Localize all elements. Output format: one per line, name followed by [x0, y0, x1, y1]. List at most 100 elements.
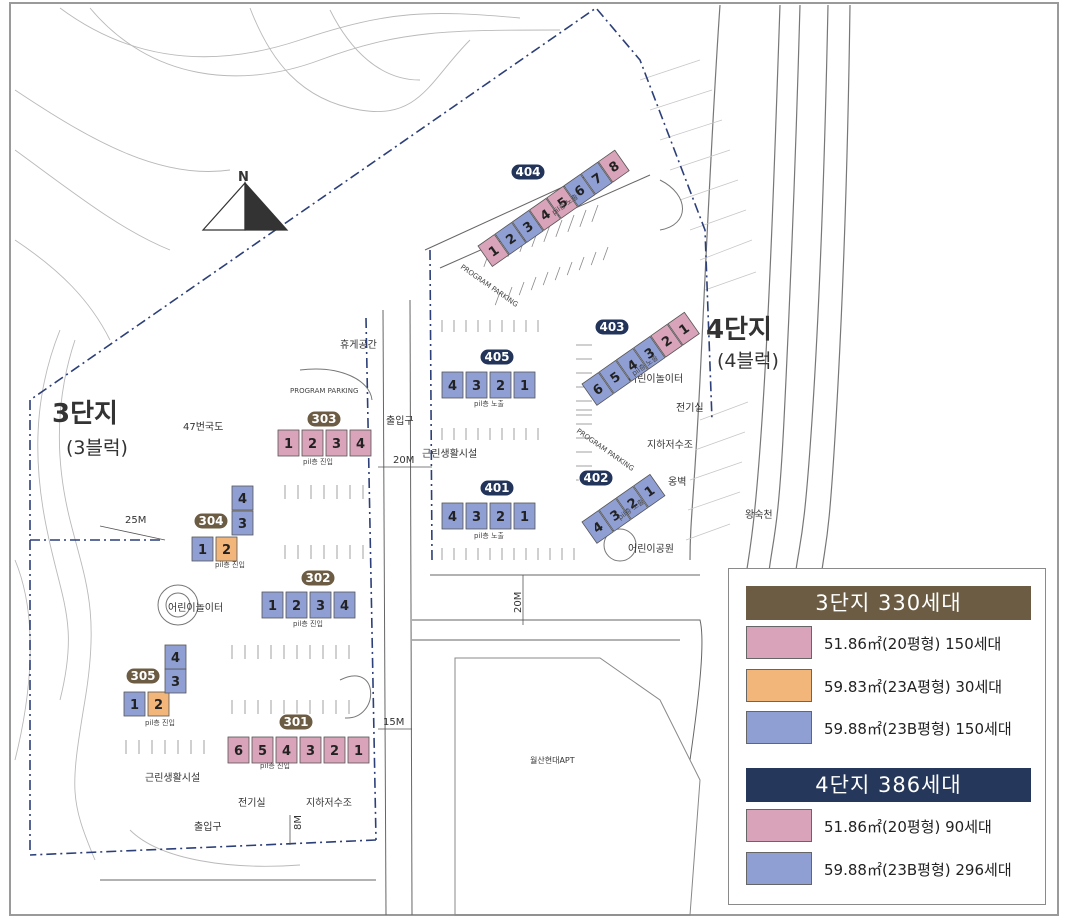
- unit-number: 4: [356, 437, 365, 452]
- unit-block-fill: [231, 510, 254, 536]
- unit-block: 3: [325, 429, 348, 457]
- unit-block-fill: [598, 359, 632, 394]
- unit-block-fill: [275, 736, 298, 764]
- unit-block: 1: [513, 502, 536, 530]
- unit-block: 4: [349, 429, 372, 457]
- label-playground-4a: 어린이놀이터: [628, 373, 683, 385]
- pilotis-label: pil층 노출: [474, 399, 504, 408]
- building-number: 302: [305, 571, 330, 585]
- label-electric-3: 전기실: [238, 797, 266, 809]
- label-entrance-bottom: 출입구: [194, 820, 222, 833]
- unit-number: 3: [238, 517, 247, 532]
- unit-number: 2: [496, 510, 505, 525]
- unit-block: 2: [147, 691, 170, 717]
- complex4-title: 4단지: [706, 315, 772, 345]
- pilotis-label: pil층 진입: [303, 457, 333, 466]
- unit-block-fill: [581, 371, 614, 406]
- unit-block-fill: [511, 209, 544, 243]
- label-neighborhood-center-4: 근린생활시설: [422, 447, 477, 460]
- unit-number: 4: [340, 599, 349, 614]
- unit-block: 1: [347, 736, 370, 764]
- unit-block: 2: [489, 371, 512, 399]
- unit-block-fill: [309, 591, 332, 619]
- unit-block: 4: [231, 485, 254, 511]
- unit-block-fill: [325, 429, 348, 457]
- label-road-15m: 15M: [383, 717, 404, 728]
- unit-block: 5: [251, 736, 274, 764]
- unit-block: 4: [529, 197, 561, 231]
- unit-block-fill: [494, 221, 527, 255]
- unit-block-fill: [231, 485, 254, 511]
- legend-text: 59.88㎡(23B평형) 296세대: [824, 861, 1012, 879]
- parking-lots: [125, 204, 609, 754]
- building-badge-302: 302: [300, 569, 336, 587]
- label-wangsuk-stream: 왕숙천: [745, 509, 773, 521]
- label-neighborhood-center-3: 근린생활시설: [145, 771, 200, 784]
- nearby-apt-outline: [454, 657, 701, 916]
- building-badge-304: 304: [193, 512, 229, 530]
- unit-block-fill: [251, 736, 274, 764]
- unit-block-fill: [465, 371, 488, 399]
- label-route47: 47번국도: [183, 421, 223, 433]
- building-number: 402: [583, 471, 608, 485]
- label-road-8m: 8M: [293, 815, 304, 830]
- unit-block-fill: [650, 323, 683, 358]
- legend-swatch: [746, 669, 812, 702]
- complex4-subtitle: (4블럭): [717, 350, 779, 372]
- unit-block-fill: [598, 497, 632, 532]
- unit-block-fill: [581, 509, 614, 544]
- unit-block: 3: [231, 510, 254, 536]
- building-badge-303: 303: [306, 410, 342, 428]
- legend-complex3-header: 3단지 330세대: [746, 586, 1031, 620]
- label-playground-4b: 어린이공원: [628, 543, 674, 555]
- unit-block-fill: [615, 347, 649, 382]
- unit-number: 2: [222, 543, 231, 558]
- unit-block: 3: [309, 591, 332, 619]
- building-number: 405: [484, 350, 509, 364]
- building-badge-404: 404: [510, 163, 546, 181]
- building-badge-301: 301: [278, 713, 314, 731]
- unit-block: 2: [323, 736, 346, 764]
- unit-block: 5: [598, 359, 632, 394]
- label-electric-4: 전기실: [676, 402, 704, 414]
- legend-row: 51.86㎡(20평형) 90세대: [746, 809, 1036, 843]
- unit-block-fill: [191, 536, 214, 562]
- unit-block-fill: [123, 691, 146, 717]
- unit-block: 6: [563, 173, 596, 207]
- unit-block: 2: [285, 591, 308, 619]
- pilotis-label: pil층 진입: [145, 718, 175, 727]
- unit-block: 4: [333, 591, 356, 619]
- unit-block: 4: [441, 502, 464, 530]
- legend-row: 59.88㎡(23B평형) 150세대: [746, 711, 1036, 745]
- unit-block-fill: [164, 644, 187, 670]
- unit-number: 2: [308, 437, 317, 452]
- unit-block: 3: [164, 668, 187, 694]
- unit-block: 1: [513, 371, 536, 399]
- unit-block: 3: [511, 209, 544, 243]
- building-number: 401: [484, 481, 509, 495]
- north-label: N: [238, 170, 249, 185]
- legend-complex4-header: 4단지 386세대: [746, 768, 1031, 802]
- unit-block: 3: [465, 502, 488, 530]
- label-entrance-mid: 출입구: [386, 414, 414, 427]
- unit-number: 4: [238, 492, 247, 507]
- label-road-20m-a: 20M: [393, 455, 414, 466]
- unit-block: 2: [650, 323, 683, 358]
- legend-text: 51.86㎡(20평형) 150세대: [824, 635, 1002, 653]
- unit-block: 1: [261, 591, 284, 619]
- unit-block-fill: [580, 161, 613, 195]
- building-number: 303: [311, 412, 336, 426]
- legend-swatch: [746, 711, 812, 744]
- unit-number: 1: [198, 543, 207, 558]
- building-badge-305: 305: [125, 667, 161, 685]
- unit-block-fill: [633, 335, 666, 370]
- unit-block: 4: [441, 371, 464, 399]
- legend-swatch: [746, 809, 812, 842]
- unit-block: 1: [191, 536, 214, 562]
